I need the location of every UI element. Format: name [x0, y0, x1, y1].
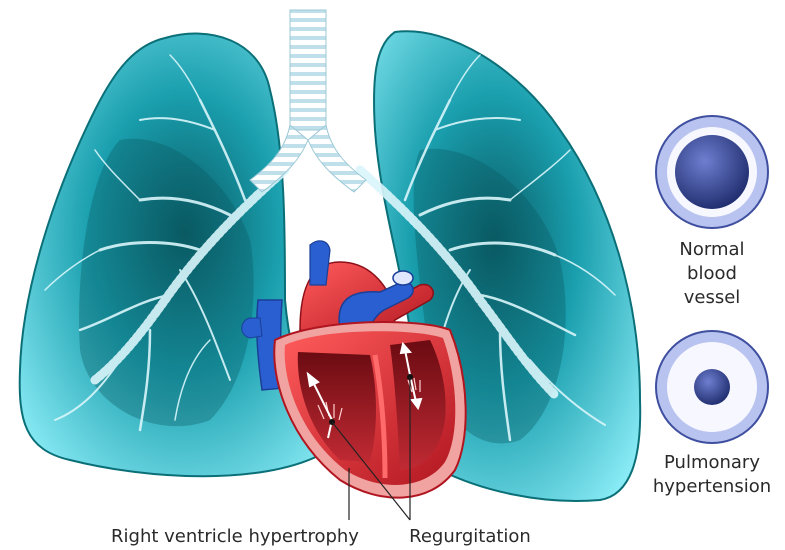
normal-vessel-label-line2: blood: [687, 263, 737, 284]
normal-vessel-label-line1: Normal: [679, 239, 744, 260]
normal-vessel-icon: [656, 116, 768, 228]
rvh-label: Right ventricle hypertrophy: [111, 526, 359, 547]
narrowed-vessel-icon: [656, 331, 768, 443]
normal-vessel-label-line3: vessel: [684, 287, 741, 308]
regurgitation-label: Regurgitation: [409, 526, 531, 547]
ph-label-line1: Pulmonary: [664, 452, 760, 473]
lung-left: [20, 34, 320, 477]
ph-label-line2: hypertension: [653, 476, 771, 497]
